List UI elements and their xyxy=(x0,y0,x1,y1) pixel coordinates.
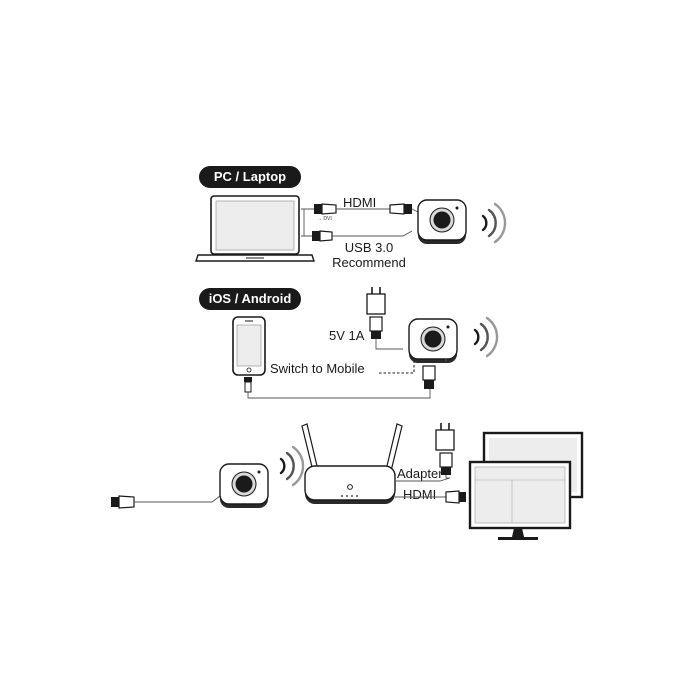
receiver-hdmi-label: HDMI xyxy=(403,487,437,502)
usb-plug-icon xyxy=(369,316,383,339)
pc-usb-label-line2: Recommend xyxy=(332,255,406,270)
smartphone-icon xyxy=(232,316,266,376)
pc-hdmi-label: HDMI xyxy=(343,195,377,210)
wifi-signal-icon xyxy=(473,316,499,358)
pc-dvi-mark: → DVI xyxy=(317,216,332,222)
monitor-icon xyxy=(468,431,584,540)
receiver-adapter-label: Adapter xyxy=(397,466,443,481)
power-adapter-icon xyxy=(366,287,386,315)
router-icon xyxy=(301,423,403,504)
usb-plug-icon xyxy=(111,495,135,509)
usb-plug-icon xyxy=(439,452,453,475)
usb-plug-icon xyxy=(312,230,333,242)
pc-usb-label: USB 3.0 Recommend xyxy=(328,240,410,270)
hdmi-plug-icon xyxy=(445,490,466,504)
pc-laptop-title: PC / Laptop xyxy=(199,166,301,188)
mobile-power-label: 5V 1A xyxy=(329,328,365,343)
switch-to-mobile-label: Switch to Mobile xyxy=(270,361,365,376)
hdmi-plug-icon xyxy=(314,203,337,215)
laptop-icon xyxy=(195,195,315,262)
usb-plug-icon xyxy=(422,365,436,389)
transmitter-button-icon xyxy=(408,318,458,364)
usb-plug-icon xyxy=(244,377,252,393)
power-adapter-icon xyxy=(435,423,455,451)
transmitter-button-icon xyxy=(417,199,467,245)
pc-usb-label-line1: USB 3.0 xyxy=(344,240,394,255)
wifi-signal-icon xyxy=(481,202,507,244)
transmitter-button-icon xyxy=(219,463,269,509)
hdmi-plug-icon xyxy=(389,203,412,215)
ios-android-title: iOS / Android xyxy=(199,288,301,310)
wifi-signal-icon xyxy=(279,445,305,487)
